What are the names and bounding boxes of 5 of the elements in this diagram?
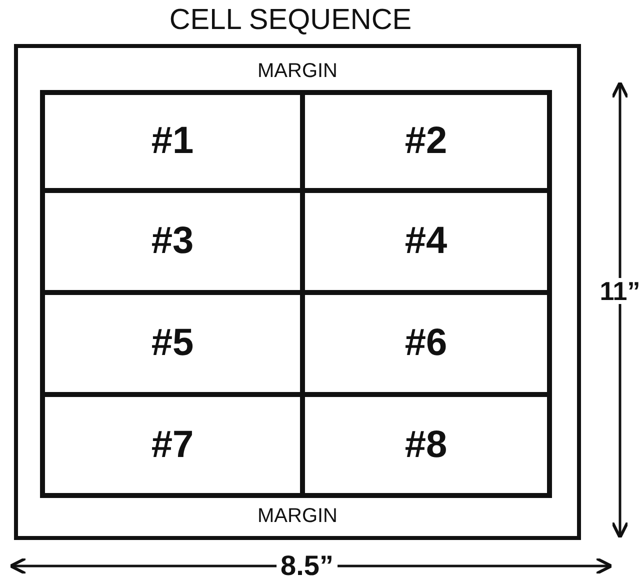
page-outline: [14, 44, 581, 540]
margin-label: MARGIN: [256, 60, 338, 83]
dimension-label: 11”: [598, 278, 642, 304]
title: CELL SEQUENCE: [168, 4, 413, 37]
margin-label: MARGIN: [256, 505, 338, 528]
